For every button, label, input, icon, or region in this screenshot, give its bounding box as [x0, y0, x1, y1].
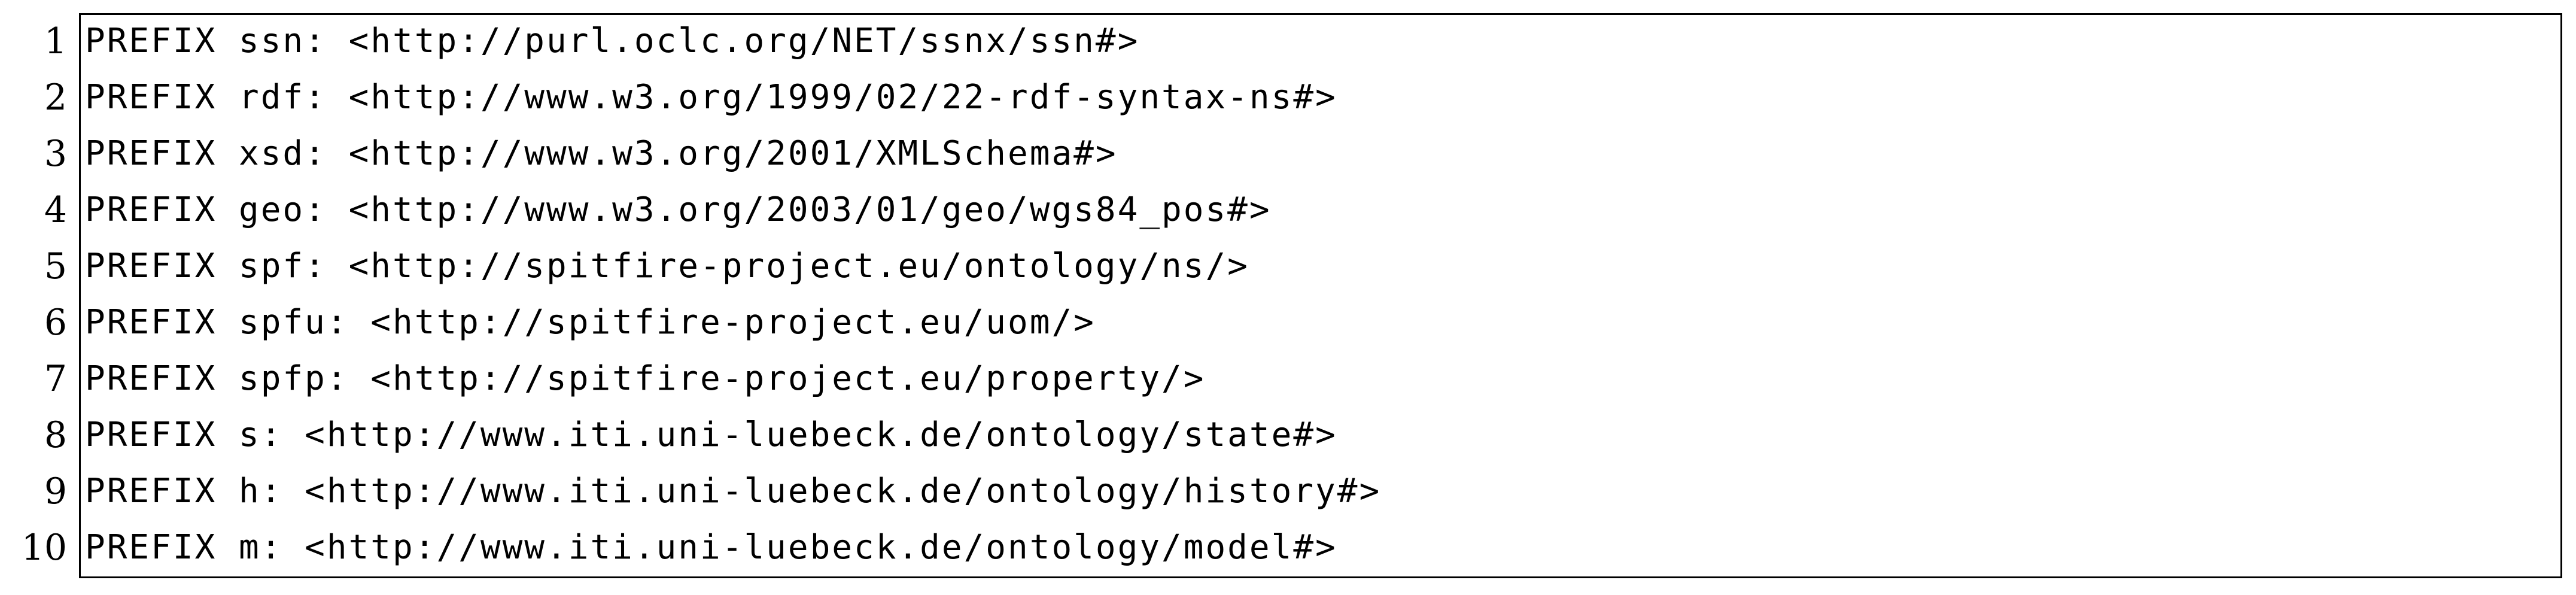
- code-line: 9 PREFIX h: <http://www.iti.uni-luebeck.…: [0, 463, 2576, 520]
- line-number: 1: [44, 20, 67, 62]
- line-number: 4: [44, 189, 67, 231]
- code-listing: 1 PREFIX ssn: <http://purl.oclc.org/NET/…: [0, 13, 2576, 582]
- line-text: PREFIX ssn: <http://purl.oclc.org/NET/ss…: [85, 22, 1140, 60]
- code-line: 7 PREFIX spfp: <http://spitfire-project.…: [0, 351, 2576, 407]
- line-number: 10: [21, 527, 67, 569]
- code-line: 5 PREFIX spf: <http://spitfire-project.e…: [0, 238, 2576, 295]
- code-line: 1 PREFIX ssn: <http://purl.oclc.org/NET/…: [0, 13, 2576, 69]
- code-line: 10 PREFIX m: <http://www.iti.uni-luebeck…: [0, 520, 2576, 576]
- line-text: PREFIX geo: <http://www.w3.org/2003/01/g…: [85, 190, 1272, 229]
- line-number: 2: [44, 77, 67, 119]
- line-number: 6: [44, 302, 67, 344]
- line-text: PREFIX rdf: <http://www.w3.org/1999/02/2…: [85, 78, 1337, 117]
- line-number: 8: [44, 414, 67, 456]
- line-text: PREFIX xsd: <http://www.w3.org/2001/XMLS…: [85, 134, 1118, 173]
- line-text: PREFIX m: <http://www.iti.uni-luebeck.de…: [85, 528, 1337, 567]
- line-number: 7: [44, 358, 67, 400]
- code-line: 2 PREFIX rdf: <http://www.w3.org/1999/02…: [0, 69, 2576, 126]
- line-number: 9: [44, 470, 67, 512]
- code-line: 8 PREFIX s: <http://www.iti.uni-luebeck.…: [0, 407, 2576, 463]
- line-text: PREFIX spfu: <http://spitfire-project.eu…: [85, 303, 1096, 342]
- code-line: 3 PREFIX xsd: <http://www.w3.org/2001/XM…: [0, 126, 2576, 182]
- code-frame: [79, 13, 2562, 578]
- line-number: 5: [44, 245, 67, 287]
- line-text: PREFIX spfp: <http://spitfire-project.eu…: [85, 359, 1206, 398]
- code-line: 4 PREFIX geo: <http://www.w3.org/2003/01…: [0, 182, 2576, 238]
- code-line: 6 PREFIX spfu: <http://spitfire-project.…: [0, 295, 2576, 351]
- line-text: PREFIX spf: <http://spitfire-project.eu/…: [85, 247, 1249, 286]
- line-text: PREFIX s: <http://www.iti.uni-luebeck.de…: [85, 415, 1337, 454]
- line-number: 3: [44, 133, 67, 175]
- line-text: PREFIX h: <http://www.iti.uni-luebeck.de…: [85, 472, 1382, 511]
